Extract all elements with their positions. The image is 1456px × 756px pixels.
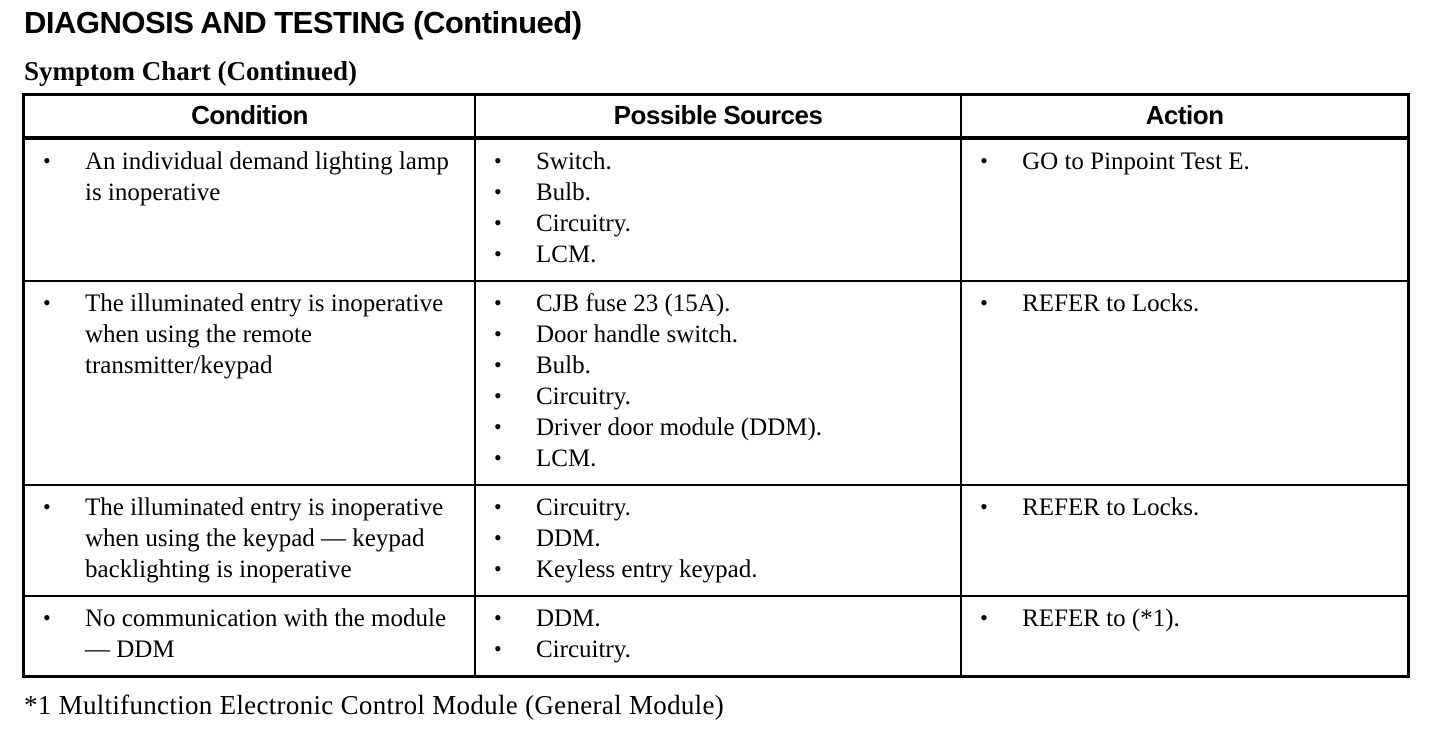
- condition-cell: • An individual demand lighting lamp is i…: [22, 137, 476, 283]
- sources-cell: • Switch. • Bulb. • Circuitry. • LCM.: [473, 137, 963, 283]
- bullet-item-text: CJB fuse 23 (15A).: [536, 290, 731, 318]
- bullet-icon: •: [494, 445, 502, 471]
- bullet-icon: •: [43, 494, 51, 520]
- bullet-item-text: REFER to Locks.: [1022, 494, 1200, 522]
- bullet-icon: •: [494, 494, 502, 520]
- bullet-icon: •: [494, 636, 502, 662]
- bullet-item-text: Circuitry.: [536, 636, 631, 664]
- bullet-item: • Circuitry.: [476, 381, 956, 412]
- bullet-item-text: Keyless entry keypad.: [536, 556, 758, 584]
- bullet-item: • DDM.: [476, 523, 956, 554]
- bullet-icon: •: [494, 556, 502, 582]
- bullet-icon: •: [980, 494, 988, 520]
- bullet-item-text: An individual demand lighting lamp is in…: [85, 148, 449, 207]
- bullet-item: • LCM.: [476, 443, 956, 474]
- bullet-item: • LCM.: [476, 239, 956, 270]
- action-cell: • REFER to Locks.: [960, 280, 1410, 487]
- bullet-item: • DDM.: [476, 603, 956, 634]
- bullet-item-text: The illuminated entry is inoperative whe…: [85, 290, 444, 380]
- action-cell: • GO to Pinpoint Test E.: [960, 137, 1410, 283]
- bullet-icon: •: [494, 148, 502, 174]
- bullet-icon: •: [43, 605, 51, 631]
- bullet-item: • Circuitry.: [476, 208, 956, 239]
- bullet-item-text: Circuitry.: [536, 383, 631, 411]
- bullet-item: • REFER to Locks.: [962, 492, 1403, 523]
- bullet-icon: •: [494, 383, 502, 409]
- bullet-icon: •: [494, 210, 502, 236]
- bullet-icon: •: [494, 321, 502, 347]
- table-header-row: Condition Possible Sources Action: [22, 93, 1410, 141]
- bullet-icon: •: [980, 605, 988, 631]
- bullet-item-text: Driver door module (DDM).: [536, 414, 823, 442]
- bullet-item-text: REFER to (*1).: [1022, 605, 1180, 633]
- section-subtitle: Symptom Chart (Continued): [24, 56, 358, 87]
- condition-cell: • No communication with the module — DDM: [22, 595, 476, 678]
- bullet-item: • The illuminated entry is inoperative wh…: [25, 492, 470, 585]
- bullet-icon: •: [494, 414, 502, 440]
- bullet-item: • GO to Pinpoint Test E.: [962, 146, 1403, 177]
- action-cell: • REFER to (*1).: [960, 595, 1410, 678]
- bullet-item-text: REFER to Locks.: [1022, 290, 1200, 318]
- bullet-item: • Circuitry.: [476, 492, 956, 523]
- bullet-item-text: Bulb.: [536, 179, 591, 207]
- bullet-icon: •: [43, 290, 51, 316]
- bullet-item-text: The illuminated entry is inoperative whe…: [85, 494, 444, 584]
- column-header-action: Action: [960, 93, 1410, 141]
- bullet-item: • The illuminated entry is inoperative wh…: [25, 288, 470, 381]
- bullet-item-text: Circuitry.: [536, 494, 631, 522]
- bullet-item-text: Switch.: [536, 148, 612, 176]
- bullet-item: • An individual demand lighting lamp is i…: [25, 146, 470, 208]
- bullet-icon: •: [494, 525, 502, 551]
- bullet-item: • Circuitry.: [476, 634, 956, 665]
- action-cell: • REFER to Locks.: [960, 484, 1410, 598]
- symptom-table-body: • An individual demand lighting lamp is i…: [22, 137, 1410, 678]
- condition-cell: • The illuminated entry is inoperative wh…: [22, 280, 476, 487]
- bullet-item-text: GO to Pinpoint Test E.: [1022, 148, 1250, 176]
- column-header-condition: Condition: [22, 93, 476, 141]
- bullet-item-text: Door handle switch.: [536, 321, 739, 349]
- bullet-item: • Driver door module (DDM).: [476, 412, 956, 443]
- bullet-item-text: LCM.: [536, 241, 597, 269]
- bullet-item: • CJB fuse 23 (15A).: [476, 288, 956, 319]
- bullet-item: • No communication with the module — DDM: [25, 603, 470, 665]
- bullet-icon: •: [980, 148, 988, 174]
- column-header-possible-sources: Possible Sources: [473, 93, 963, 141]
- bullet-item: • Door handle switch.: [476, 319, 956, 350]
- table-row: • An individual demand lighting lamp is i…: [22, 137, 1410, 283]
- sources-cell: • Circuitry. • DDM. • Keyless entry keypad.: [473, 484, 963, 598]
- bullet-item-text: No communication with the module — DDM: [85, 605, 447, 664]
- bullet-item: • Bulb.: [476, 177, 956, 208]
- bullet-item-text: DDM.: [536, 605, 601, 633]
- bullet-icon: •: [980, 290, 988, 316]
- bullet-item-text: DDM.: [536, 525, 601, 553]
- bullet-item-text: Circuitry.: [536, 210, 631, 238]
- bullet-item-text: LCM.: [536, 445, 597, 473]
- bullet-item: • Keyless entry keypad.: [476, 554, 956, 585]
- condition-cell: • The illuminated entry is inoperative wh…: [22, 484, 476, 598]
- symptom-chart-table: Condition Possible Sources Action • An in…: [22, 93, 1410, 679]
- sources-cell: • DDM. • Circuitry.: [473, 595, 963, 678]
- page-title: DIAGNOSIS AND TESTING (Continued): [24, 5, 582, 40]
- bullet-icon: •: [43, 148, 51, 174]
- bullet-icon: •: [494, 179, 502, 205]
- bullet-icon: •: [494, 352, 502, 378]
- bullet-item: • REFER to (*1).: [962, 603, 1403, 634]
- bullet-icon: •: [494, 241, 502, 267]
- table-row: •No communication with the module — DDM•…: [22, 595, 1410, 678]
- sources-cell: •CJB fuse 23 (15A).•Door handle switch.•…: [473, 280, 963, 487]
- bullet-item: • Bulb.: [476, 350, 956, 381]
- table-row: • The illuminated entry is inoperative wh…: [22, 484, 1410, 598]
- footnote: *1 Multifunction Electronic Control Modu…: [24, 690, 725, 721]
- bullet-item: • REFER to Locks.: [962, 288, 1403, 319]
- bullet-icon: •: [494, 605, 502, 631]
- table-row: • The illuminated entry is inoperative wh…: [22, 280, 1410, 487]
- bullet-icon: •: [494, 290, 502, 316]
- bullet-item: • Switch.: [476, 146, 956, 177]
- bullet-item-text: Bulb.: [536, 352, 591, 380]
